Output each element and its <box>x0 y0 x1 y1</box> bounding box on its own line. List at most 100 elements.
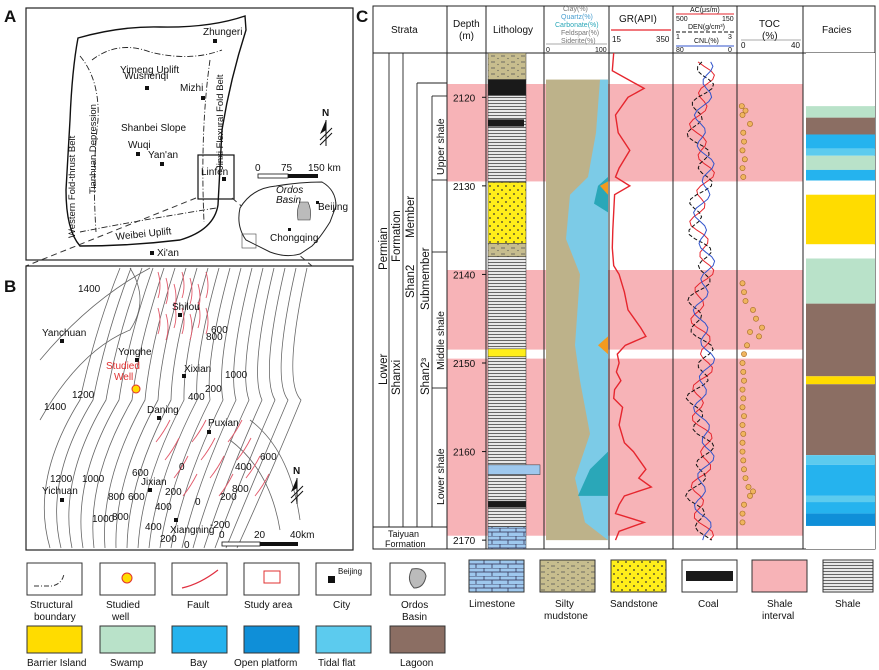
toc-point <box>741 501 747 508</box>
column-body <box>447 52 875 550</box>
header-toc-2: (%) <box>762 31 778 42</box>
depth-tick-label: 2160 <box>453 448 476 459</box>
header-ac: AC(μs/m) <box>690 7 720 14</box>
contour-label: 200 <box>205 384 222 395</box>
facies-band <box>806 502 875 514</box>
panel-label-c: C <box>356 7 368 26</box>
facies-band <box>806 455 875 465</box>
legend-swatch-bay <box>171 625 228 654</box>
fault-line <box>157 271 161 299</box>
lithology-bed <box>487 79 527 96</box>
fault-line <box>200 437 216 461</box>
non-shale-gap <box>447 349 803 359</box>
depth-tick-label: 2120 <box>453 93 476 104</box>
strata-middle-shale: Middle shale <box>435 311 447 370</box>
lithology-bed <box>487 507 527 528</box>
contour-label: 0 <box>195 497 201 508</box>
fault-line <box>173 455 189 479</box>
town-marker-daning <box>157 416 161 420</box>
toc-point <box>740 430 747 437</box>
town-marker-yonghe <box>135 358 139 362</box>
ordos-inset-shape <box>297 201 311 221</box>
town-label-xixian: Xixian <box>184 364 211 375</box>
strata-upper-shale: Upper shale <box>435 118 447 175</box>
legend-label-ordos-2: Basin <box>402 612 427 623</box>
lithology-bed <box>487 348 527 358</box>
contour-label: 200 <box>220 492 237 503</box>
city-marker-xian <box>150 251 154 255</box>
fault-line <box>181 307 185 335</box>
den-scale-min: 1 <box>676 34 680 41</box>
facies-band <box>806 180 875 195</box>
contour-label: 800 <box>232 484 249 495</box>
facies-band <box>806 303 875 377</box>
contour-line <box>39 267 141 421</box>
legend-label-fault: Fault <box>187 600 209 611</box>
contour-label: 400 <box>235 462 252 473</box>
fault-line <box>157 307 161 335</box>
contour-label: 200 <box>165 487 182 498</box>
legend-fault-line <box>181 569 219 589</box>
contour-label: 400 <box>155 502 172 513</box>
mineral-scale-min: 0 <box>546 47 550 54</box>
contour-line <box>92 267 165 549</box>
fault-line <box>205 307 209 335</box>
contour-label: 200 <box>160 534 177 545</box>
city-marker-mizhi <box>201 96 205 100</box>
label-xian: Xi'an <box>157 248 179 259</box>
ac-log-curve <box>688 61 715 541</box>
structural-boundary-3 <box>202 59 211 223</box>
toc-point <box>739 448 746 455</box>
toc-point <box>741 351 747 357</box>
legend-swatch-city <box>315 562 372 596</box>
city-marker-wushenqi <box>145 86 149 90</box>
toc-point <box>739 386 746 393</box>
lithology-bed <box>487 356 527 466</box>
studied-well-label-2: Well <box>114 372 133 383</box>
contour-label: 800 <box>108 492 125 503</box>
basin-outline <box>65 15 247 247</box>
contour-line <box>115 267 187 549</box>
strata-subcolumns <box>373 53 447 528</box>
legend-label-silty-2: mudstone <box>544 611 588 622</box>
legend-swatch-shale-interval <box>751 559 808 593</box>
toc-point <box>739 112 746 118</box>
facies-band <box>806 134 875 149</box>
legend-label-shale-int-1: Shale <box>767 599 793 610</box>
header-strata: Strata <box>391 25 418 36</box>
legend-swatch-limestone <box>468 559 525 593</box>
town-label-yichuan: Yichuan <box>42 486 78 497</box>
column-separators <box>446 6 804 549</box>
den-scale-max: 3 <box>728 34 732 41</box>
structural-boundary-1 <box>79 55 99 233</box>
ac-scale-min: 500 <box>676 16 688 23</box>
legend-swatch-shale <box>822 559 874 593</box>
town-marker-xixian <box>182 374 186 378</box>
facies-band <box>806 155 875 170</box>
label-linfen: Linfen <box>201 167 228 178</box>
toc-point <box>741 466 747 473</box>
cnl-scale-max: 0 <box>728 47 732 54</box>
contour-label: 800 <box>112 512 129 523</box>
legend-label-city-beijing: Beijing <box>338 567 362 576</box>
toc-point <box>742 475 749 481</box>
legend-swatch-open-platform <box>243 625 300 654</box>
legend-label-sandstone: Sandstone <box>610 599 658 610</box>
contour-line <box>181 267 253 549</box>
strata-shan2: Shan2 <box>405 265 417 298</box>
mineral-header: Siderite(%) <box>561 38 596 45</box>
facies-band <box>806 495 875 503</box>
mineral-headers: Clay(%)Quartz(%)Carbonate(%)Feldspar(%)S… <box>555 6 599 45</box>
legend-swatch-swamp <box>99 625 156 654</box>
legend-label-structural-2: boundary <box>34 612 76 623</box>
toc-point <box>740 129 747 136</box>
legend-studied-marker <box>121 572 133 584</box>
toc-point <box>742 107 749 114</box>
strata-member: Member <box>405 196 417 238</box>
town-marker-yanchuan <box>60 339 64 343</box>
fault-line <box>173 301 177 329</box>
contour-line <box>229 439 281 531</box>
fault-line <box>189 277 193 305</box>
depth-tick-label: 2130 <box>453 182 476 193</box>
